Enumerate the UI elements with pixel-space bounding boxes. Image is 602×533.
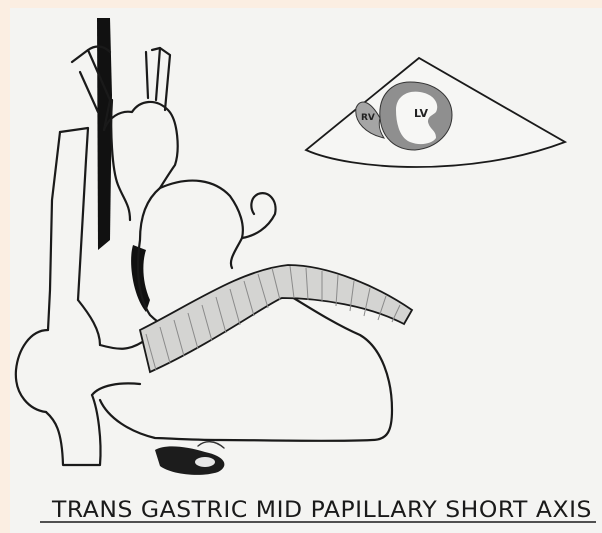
caption: TRANS GASTRIC MID PAPILLARY SHORT AXIS [40,498,596,523]
rv-label: RV [361,113,375,123]
probe-window [195,457,215,467]
caption-text: TRANS GASTRIC MID PAPILLARY SHORT AXIS [51,498,592,523]
lv-label: LV [414,107,428,120]
